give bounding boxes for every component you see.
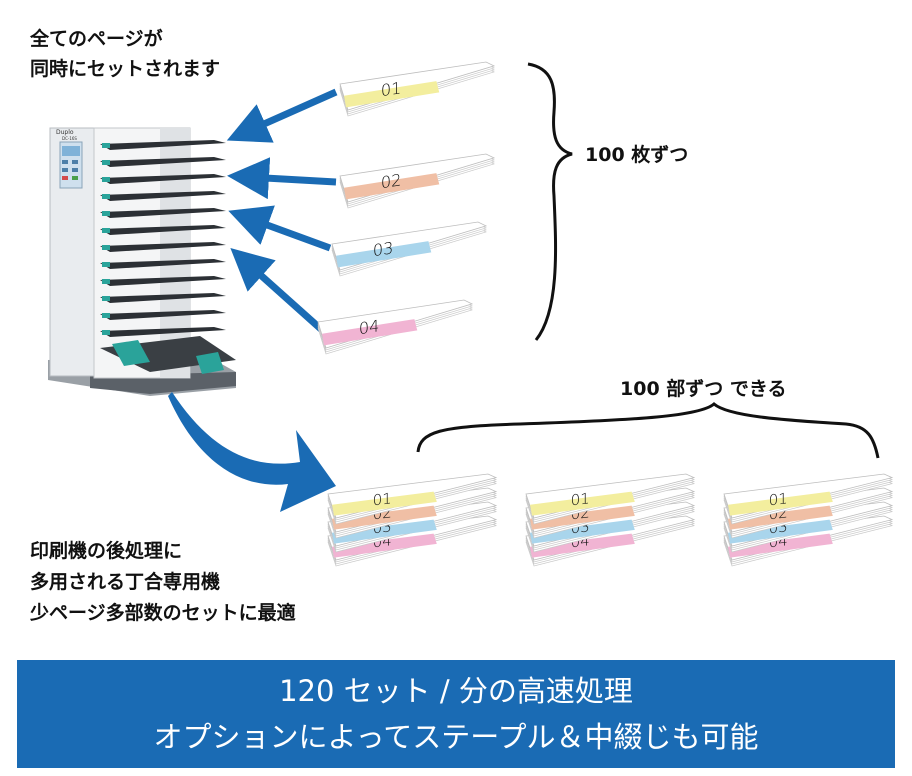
bottom-caption: 印刷機の後処理に 多用される丁合専用機 少ページ多部数のセットに最適 (30, 536, 296, 629)
machine-model: DC-16S (62, 136, 77, 141)
tray (100, 276, 226, 286)
sheet-number: 01 (769, 489, 788, 509)
sheet: 02 (525, 487, 696, 539)
tray-tab (102, 143, 110, 148)
tray-tab (102, 177, 110, 182)
sheet: 03 (331, 221, 488, 277)
per-tray-label: 100 枚ずつ (585, 144, 689, 166)
tray (100, 310, 226, 320)
tray (100, 293, 226, 303)
tray (100, 208, 226, 218)
bottom-caption-line-1: 印刷機の後処理に (30, 540, 183, 562)
tray (100, 327, 226, 337)
sheet-number: 02 (381, 170, 402, 192)
top-caption-line-2: 同時にセットされます (30, 58, 221, 80)
sheet: 03 (525, 501, 696, 553)
sheet-number: 03 (373, 238, 394, 260)
sheet-color-band (728, 533, 833, 558)
tray-tab (102, 262, 110, 267)
bottom-caption-line-2: 多用される丁合専用機 (30, 571, 221, 593)
sheet: 03 (327, 501, 498, 553)
banner-line-2: オプションによってステープル＆中綴じも可能 (153, 720, 759, 754)
sheet-color-band (332, 519, 437, 544)
tray-tab (102, 228, 110, 233)
collator-machine: Duplo DC-16S (48, 127, 236, 396)
sheet: 04 (317, 299, 474, 355)
sheet-color-band (728, 505, 833, 530)
tray-tab (102, 313, 110, 318)
banner-line-1: 120 セット / 分の高速処理 (279, 674, 633, 708)
tray (100, 191, 226, 201)
tray-tab (102, 279, 110, 284)
sheet-color-band (332, 505, 437, 530)
machine-trays (100, 140, 226, 337)
tray (100, 140, 226, 150)
tray (100, 242, 226, 252)
tray-tab (102, 245, 110, 250)
sheet: 04 (327, 515, 498, 567)
sheet-number: 01 (381, 78, 402, 100)
copies-brace (416, 402, 880, 459)
sheet-number: 04 (359, 316, 380, 338)
single-sheet-stacks: 01 02 03 04 (317, 61, 496, 355)
sheet-color-band (336, 241, 432, 268)
top-caption: 全てのページが 同時にセットされます (30, 24, 220, 84)
sheet-color-band (530, 491, 635, 516)
sheet-color-band (530, 519, 635, 544)
copies-label: 100 部ずつ できる (620, 378, 787, 400)
sheet-color-band (332, 533, 437, 558)
tray-tab (102, 194, 110, 199)
bottom-caption-line-3: 少ページ多部数のセットに最適 (30, 602, 296, 624)
sheet: 01 (525, 473, 696, 525)
sheet-number: 01 (571, 489, 590, 509)
sheet-color-band (322, 319, 418, 346)
tray (100, 225, 226, 235)
sheet-color-band (344, 81, 440, 108)
top-caption-line-1: 全てのページが (30, 28, 163, 50)
output-arrow (168, 392, 336, 512)
sheet: 02 (339, 153, 496, 209)
sheet: 01 (723, 473, 894, 525)
tray-tab (102, 160, 110, 165)
sheet: 01 (327, 473, 498, 525)
tray (100, 174, 226, 184)
machine-brand: Duplo (56, 129, 74, 136)
sheet-color-band (344, 173, 440, 200)
feed-arrows (226, 88, 338, 333)
sheet-color-band (728, 519, 833, 544)
sheet-color-band (728, 491, 833, 516)
sheet-color-band (530, 505, 635, 530)
tray (100, 259, 226, 269)
sheet-color-band (530, 533, 635, 558)
tray-tab (102, 330, 110, 335)
tray-brace (527, 62, 573, 341)
tray (100, 157, 226, 167)
tray-tab (102, 296, 110, 301)
sheet-color-band (332, 491, 437, 516)
sheet: 03 (723, 501, 894, 553)
sheet: 01 (339, 61, 496, 117)
sheet-number: 01 (373, 489, 392, 509)
tray-tab (102, 211, 110, 216)
feature-banner: 120 セット / 分の高速処理 オプションによってステープル＆中綴じも可能 (17, 660, 895, 768)
